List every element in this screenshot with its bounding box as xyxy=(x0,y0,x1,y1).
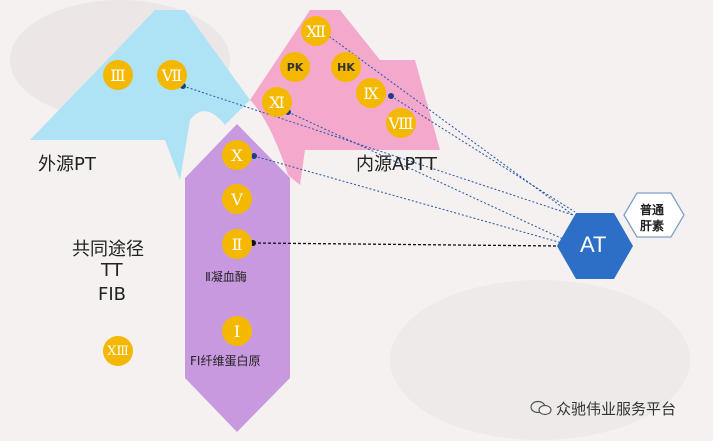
fib-label: FIB xyxy=(98,284,127,305)
thrombin-label: Ⅱ凝血酶 xyxy=(205,270,247,284)
line-f7-at xyxy=(182,85,574,216)
factor-2-circle: Ⅱ xyxy=(222,229,252,259)
factor-12-circle: Ⅻ xyxy=(301,16,331,46)
factor-10-circle: Ⅹ xyxy=(222,140,252,170)
intrinsic-label: 内源APTT xyxy=(356,154,437,175)
at-label: AT xyxy=(580,232,607,257)
wechat-icon xyxy=(530,400,552,416)
watermark-text: 众驰伟业服务平台 xyxy=(556,400,677,418)
common-pathway-label: 共同途径 xyxy=(72,239,144,260)
factor-hk-circle: HK xyxy=(331,52,361,82)
extrinsic-label: 外源PT xyxy=(38,154,96,175)
inhibition-lines xyxy=(182,33,576,244)
factor-1-circle: Ⅰ xyxy=(222,316,252,346)
line-f11-at xyxy=(287,111,566,241)
line-f9-at xyxy=(390,95,576,213)
heparin-label-line2: 肝素 xyxy=(640,219,665,233)
factor-3-circle: Ⅲ xyxy=(103,60,133,90)
factor-11-circle: Ⅺ xyxy=(262,87,292,117)
extrinsic-pathway-shape xyxy=(30,10,250,180)
line-f2-at xyxy=(252,242,559,247)
line-f10-at xyxy=(253,155,563,244)
factor-8-circle: Ⅷ xyxy=(386,108,416,138)
dot-f10 xyxy=(251,153,257,159)
heparin-label-line1: 普通 xyxy=(640,203,665,217)
bg-blob xyxy=(390,280,690,440)
factor-5-circle: Ⅴ xyxy=(222,184,252,214)
factor-13-circle: ⅩⅢ xyxy=(103,336,133,366)
factor-9-circle: Ⅸ xyxy=(356,78,386,108)
factor-7-circle: Ⅶ xyxy=(157,60,187,90)
common-pathway-shape xyxy=(185,124,290,432)
at-hexagon xyxy=(557,213,633,279)
tt-label: TT xyxy=(101,260,123,281)
fibrinogen-label: FⅠ纤维蛋白原 xyxy=(190,354,261,368)
line-f12-at xyxy=(325,33,574,216)
dot-f9 xyxy=(388,93,394,99)
factor-pk-circle: PK xyxy=(280,52,310,82)
heparin-hexagon xyxy=(623,192,685,238)
